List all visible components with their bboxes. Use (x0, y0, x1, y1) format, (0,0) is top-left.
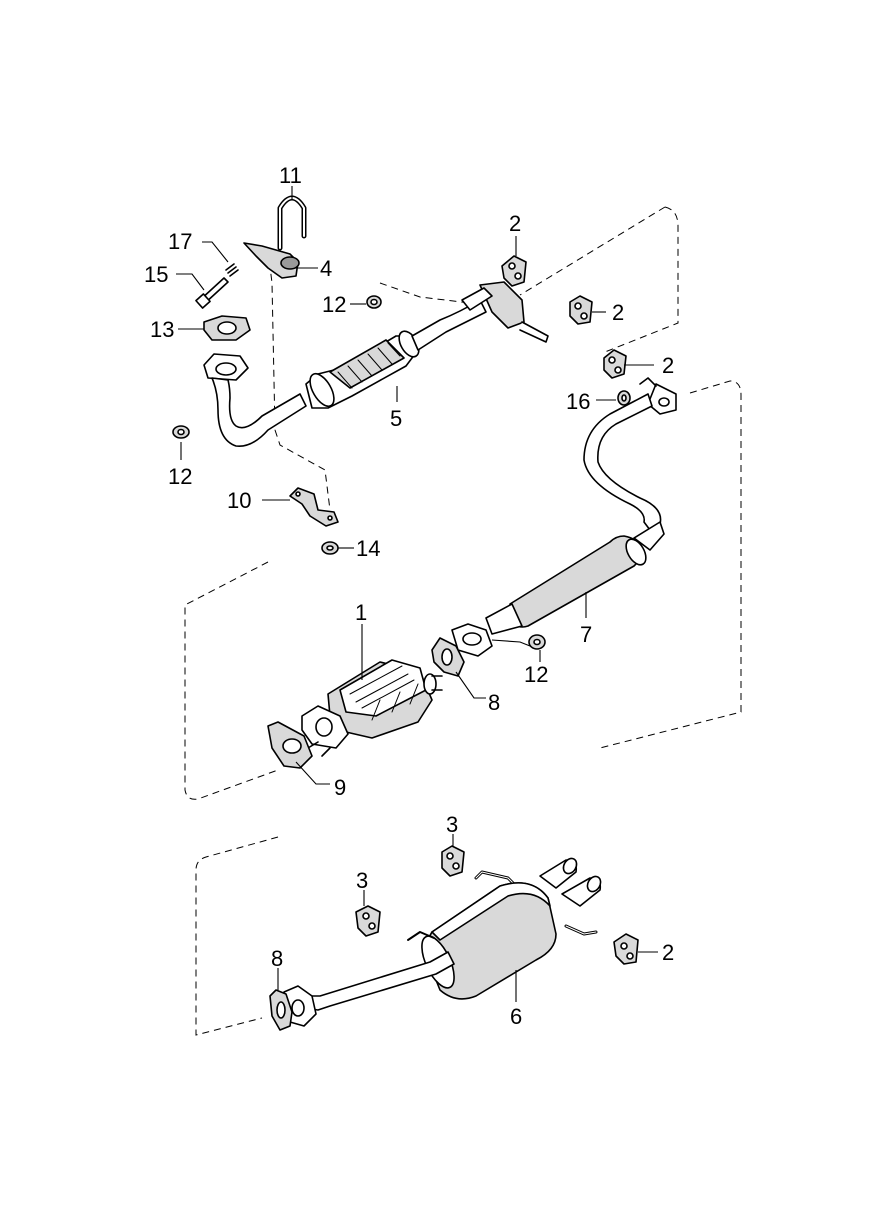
callout-3-b: 3 (356, 868, 368, 893)
callout-9: 9 (334, 775, 346, 800)
rubber-mount-part-2-c (603, 349, 627, 379)
callout-12-left: 12 (168, 464, 192, 489)
callout-2-c: 2 (662, 353, 674, 378)
callout-2-a: 2 (509, 211, 521, 236)
gasket-part-8-low (269, 989, 293, 1031)
nut-part-14 (321, 541, 339, 555)
callout-2-b: 2 (612, 300, 624, 325)
callout-13: 13 (150, 317, 174, 342)
callout-1: 1 (355, 600, 367, 625)
nut-part-12-top (366, 295, 382, 309)
rubber-mount-part-3-b (355, 905, 381, 937)
catalytic-converter-part-1 (301, 659, 443, 757)
group-outline-front (267, 206, 679, 511)
center-pipe-part-7 (451, 377, 677, 657)
callout-5: 5 (390, 406, 402, 431)
bracket-part-4 (243, 242, 300, 279)
callout-6: 6 (510, 1004, 522, 1029)
group-outline-middle (184, 380, 742, 800)
callout-17: 17 (168, 229, 192, 254)
rubber-mount-part-3-a (441, 845, 465, 877)
rubber-mount-part-2-a (501, 255, 527, 287)
callout-12-mid: 12 (524, 662, 548, 687)
callout-8-mid: 8 (488, 690, 500, 715)
callout-12-top: 12 (322, 292, 346, 317)
group-outline-rear (195, 836, 279, 1036)
front-pipe-part-5 (203, 281, 549, 447)
gasket-part-9 (267, 721, 313, 769)
callout-4: 4 (320, 256, 332, 281)
nut-part-12-left (172, 425, 190, 439)
spring-part-17 (225, 263, 239, 277)
callout-2-d: 2 (662, 940, 674, 965)
callout-3-a: 3 (446, 812, 458, 837)
nut-part-12-mid (528, 634, 546, 650)
u-bolt-part-11 (277, 195, 307, 251)
gasket-part-13 (203, 315, 251, 341)
callout-labels: 11 17 4 15 13 12 12 5 2 2 2 16 10 14 1 7… (144, 163, 674, 1029)
bracket-part-10 (289, 487, 339, 527)
rear-muffler-part-6 (281, 857, 602, 1027)
callout-15: 15 (144, 262, 168, 287)
callout-7: 7 (580, 622, 592, 647)
callout-10: 10 (227, 488, 251, 513)
callout-14: 14 (356, 536, 380, 561)
washer-part-16 (617, 390, 631, 406)
callout-8-low: 8 (271, 946, 283, 971)
gasket-part-8-mid (431, 637, 465, 677)
rubber-mount-part-2-b (569, 295, 593, 325)
bolt-part-15 (195, 277, 229, 309)
leader-lines (176, 186, 658, 1002)
callout-11: 11 (279, 163, 302, 188)
rubber-mount-part-2-d (613, 933, 639, 965)
callout-16: 16 (566, 389, 590, 414)
